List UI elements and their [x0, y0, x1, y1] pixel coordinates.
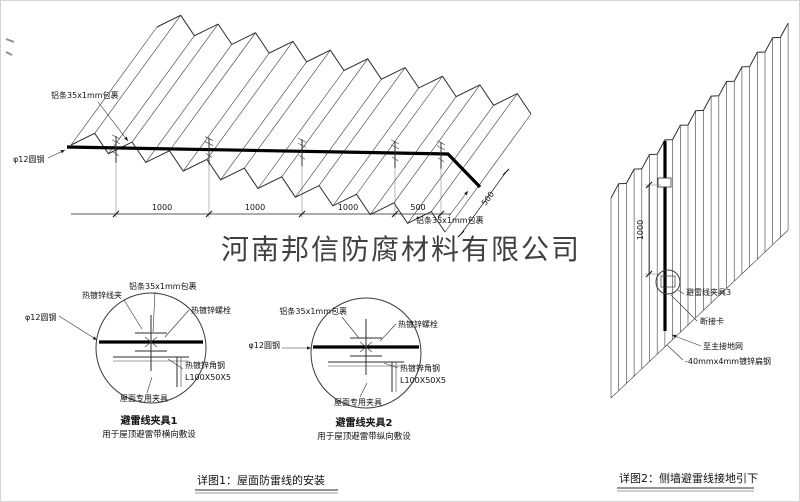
detail-circle-2: [310, 297, 422, 409]
label-angle-size: L100X50X5: [185, 373, 231, 382]
disconnect-detail-circle: [655, 269, 681, 295]
label-angle-size: L100X50X5: [400, 376, 446, 385]
leader-line: [146, 376, 153, 394]
label-alu-strip-top: 铝条35x1mm包裹: [51, 90, 119, 100]
label-disconnect: 断接卡: [700, 316, 724, 326]
dim-slant-500: 500: [480, 190, 496, 208]
leader-line: [666, 344, 684, 361]
leader-line: [97, 101, 129, 142]
clamp2-title: 避雷线夹具2: [335, 416, 393, 429]
lightning-wire: [66, 145, 482, 189]
leader-line: [123, 299, 143, 330]
scan-artifact: [5, 38, 15, 56]
label-clamp3: 避雷线夹具3: [686, 287, 731, 297]
label-roof-fixture: 屋面专用夹具: [334, 397, 382, 407]
company-watermark: 河南邦信防腐材料有限公司: [221, 233, 581, 266]
caption1-text: 详图1：屋面防雷线的安装: [197, 473, 325, 487]
clamp-detail-1: 热镀锌线夹 铝条35x1mm包裹 热镀锌螺栓 φ12圆钢 热镀锌角钢 L100X…: [25, 281, 231, 440]
leader-line: [670, 294, 698, 322]
label-angle-steel: 热镀锌角钢: [400, 363, 440, 373]
dim-1000-b: 1000: [245, 203, 265, 212]
clamp1-subtitle: 用于屋顶避雷带横向敷设: [102, 429, 196, 440]
label-alu-strip: 铝条35x1mm包裹: [279, 306, 347, 316]
wall-elevation-view: 1000 避雷线夹具3 断接卡 至主接地网 -40mmx4mm镀锌扁钢: [610, 22, 789, 399]
label-alu-strip-right: 铝条35x1mm包裹: [416, 215, 484, 225]
label-clip: 热镀锌线夹: [82, 290, 122, 300]
clamp2-subtitle: 用于屋顶避雷带纵向敷设: [317, 431, 411, 442]
label-to-ground: 至主接地网: [703, 341, 743, 351]
disconnect-symbol: [660, 275, 676, 288]
leader-line: [58, 315, 98, 341]
wall-dimension: 1000: [636, 181, 661, 278]
leader-line: [671, 334, 702, 347]
leader-line: [47, 149, 66, 159]
wall-corrugated-sheet: [610, 22, 789, 399]
wall-clamp-symbol: [657, 177, 672, 188]
clamp1-drawing: [99, 315, 203, 387]
dim-500: 500: [410, 203, 425, 212]
label-round-steel: φ12圆钢: [13, 154, 44, 164]
label-bolt: 热镀锌螺栓: [191, 305, 231, 315]
caption2-text: 详图2：侧墙避雷线接地引下: [619, 471, 758, 485]
caption-detail-2: 详图2：侧墙避雷线接地引下: [617, 471, 758, 492]
roof-corrugated-sheet: [70, 14, 532, 233]
dim-1000-c: 1000: [338, 203, 358, 212]
dim-1000-a: 1000: [152, 203, 172, 212]
leader-line: [448, 190, 469, 217]
dim-wall-1000: 1000: [636, 220, 645, 240]
dimension-lines: [71, 162, 451, 218]
lightning-wire-clamps: [111, 134, 446, 169]
label-bolt: 热镀锌螺栓: [398, 319, 438, 329]
label-flat-steel: -40mmx4mm镀锌扁钢: [685, 356, 771, 366]
clamp1-title: 避雷线夹具1: [120, 414, 178, 427]
leader-line: [164, 309, 190, 338]
label-angle-steel: 热镀锌角钢: [185, 360, 225, 370]
leader-line: [379, 323, 397, 342]
clamp-detail-2: 铝条35x1mm包裹 热镀锌螺栓 φ12圆钢 热镀锌角钢 L100X50X5 屋…: [249, 297, 446, 442]
leader-line: [383, 362, 399, 369]
label-alu-strip: 铝条35x1mm包裹: [129, 281, 197, 291]
caption-detail-1: 详图1：屋面防雷线的安装: [195, 473, 338, 494]
roof-isometric-view: 1000 1000 1000 500 500 铝条35x1mm包裹 φ12圆钢 …: [13, 14, 532, 238]
clamp2-drawing: [313, 319, 419, 392]
leader-line: [677, 289, 685, 295]
leader-line: [359, 382, 368, 398]
label-roof-fixture: 屋面专用夹具: [120, 393, 168, 403]
leader-line: [152, 291, 156, 333]
detail-circle-1: [95, 292, 207, 404]
label-round-steel-red: φ12圆钢: [249, 340, 280, 350]
leader-line: [167, 358, 184, 370]
label-round-steel: φ12圆钢: [25, 312, 56, 322]
leader-line: [341, 316, 360, 339]
